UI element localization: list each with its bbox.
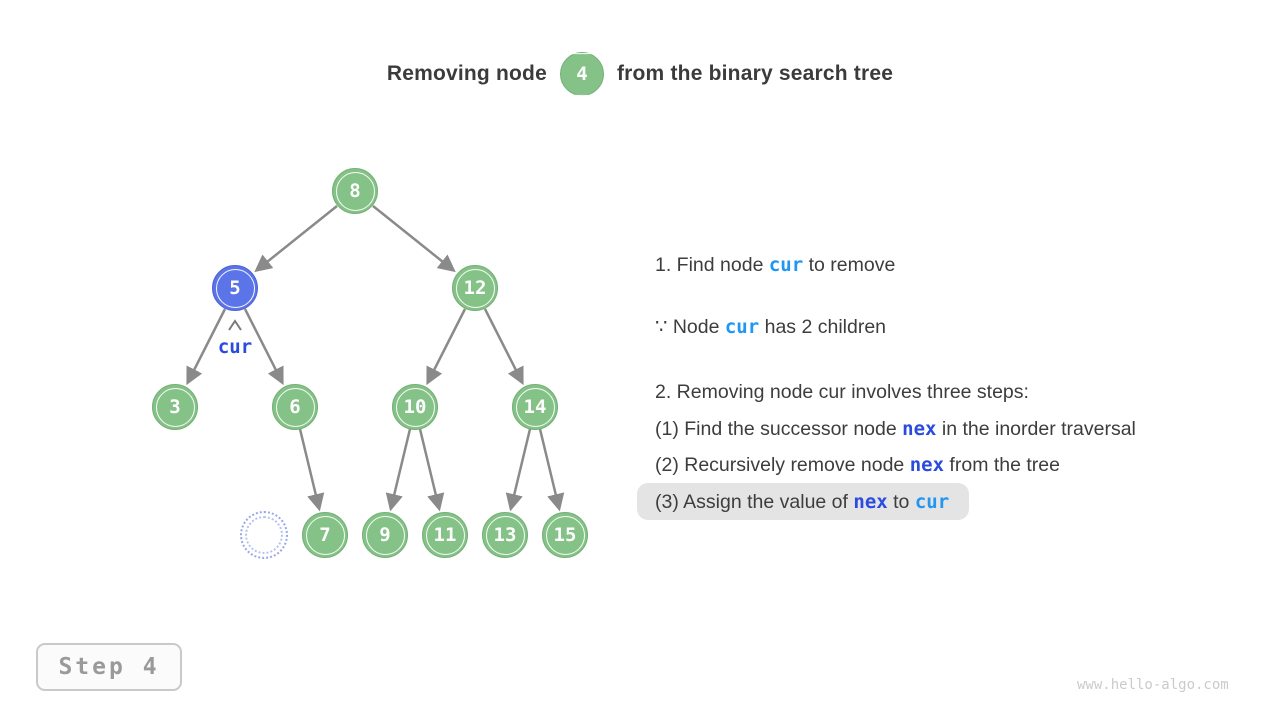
tree-node-6: 6 (272, 384, 318, 430)
edge-12-14 (483, 308, 524, 386)
node-value: 10 (403, 396, 427, 418)
edge-12-10 (426, 308, 467, 386)
cur-pointer-label: cur (217, 336, 253, 358)
edge-14-15 (538, 428, 565, 512)
tree-node-3: 3 (152, 384, 198, 430)
code-cur: cur (724, 316, 760, 338)
tree-node-13: 13 (482, 512, 528, 558)
text: has 2 children (759, 316, 887, 338)
edge-6-7 (298, 428, 325, 512)
title-node-circle: 4 (559, 52, 604, 96)
code-nex: nex (902, 418, 937, 440)
text: to (887, 491, 915, 513)
node-value: 14 (523, 396, 547, 418)
node-value: 8 (349, 180, 361, 202)
edge-8-5 (254, 205, 338, 273)
tree-node-9: 9 (362, 512, 408, 558)
explanation-line-2: ∵ Node cur has 2 children (655, 312, 886, 342)
edge-10-9 (385, 428, 412, 512)
tree-node-12: 12 (452, 265, 498, 311)
page-title: Removing node 4 from the binary search t… (0, 50, 1280, 98)
node-value: 11 (433, 524, 457, 546)
code-cur: cur (914, 491, 950, 513)
cur-pointer-caret (228, 319, 242, 331)
edge-14-13 (505, 428, 532, 512)
tree-node-15: 15 (542, 512, 588, 558)
edge-5-6 (243, 308, 284, 386)
code-nex: nex (909, 454, 945, 476)
explanation-line-1: 1. Find node cur to remove (655, 250, 895, 280)
explanation-line-5: (2) Recursively remove node nex from the… (655, 450, 1060, 480)
text: ∵ Node (655, 316, 725, 338)
explanation-line-3: 2. Removing node cur involves three step… (655, 381, 1029, 403)
node-value: 6 (289, 396, 301, 418)
tree-node-5-current: 5 (212, 265, 258, 311)
text: (3) Assign the value of (655, 491, 854, 513)
node-value: 15 (553, 524, 577, 546)
explanation-line-4: (1) Find the successor node nex in the i… (655, 414, 1136, 444)
text: from the tree (944, 454, 1060, 476)
tree-node-7: 7 (302, 512, 348, 558)
edge-5-3 (186, 308, 227, 386)
node-value: 7 (319, 524, 331, 546)
edge-8-12 (372, 205, 456, 273)
node-value: 12 (463, 277, 487, 299)
tree-node-8: 8 (332, 168, 378, 214)
node-value: 9 (379, 524, 391, 546)
text: to remove (803, 254, 896, 276)
edge-10-11 (418, 428, 445, 512)
removed-node-placeholder-circle (240, 511, 288, 559)
tree-node-11: 11 (422, 512, 468, 558)
node-value: 13 (493, 524, 517, 546)
explanation-line-6-highlighted: (3) Assign the value of nex to cur (637, 483, 970, 520)
step-indicator: Step 4 (36, 643, 182, 691)
text: (1) Find the successor node (655, 418, 903, 440)
node-value: 5 (229, 277, 241, 299)
code-cur: cur (768, 254, 804, 276)
tree-node-10: 10 (392, 384, 438, 430)
text: (2) Recursively remove node (655, 454, 910, 476)
code-nex: nex (853, 491, 888, 513)
tree-node-14: 14 (512, 384, 558, 430)
text: 1. Find node (655, 254, 769, 276)
watermark: www.hello-algo.com (1077, 677, 1229, 693)
node-value: 3 (169, 396, 181, 418)
text: in the inorder traversal (936, 418, 1136, 440)
